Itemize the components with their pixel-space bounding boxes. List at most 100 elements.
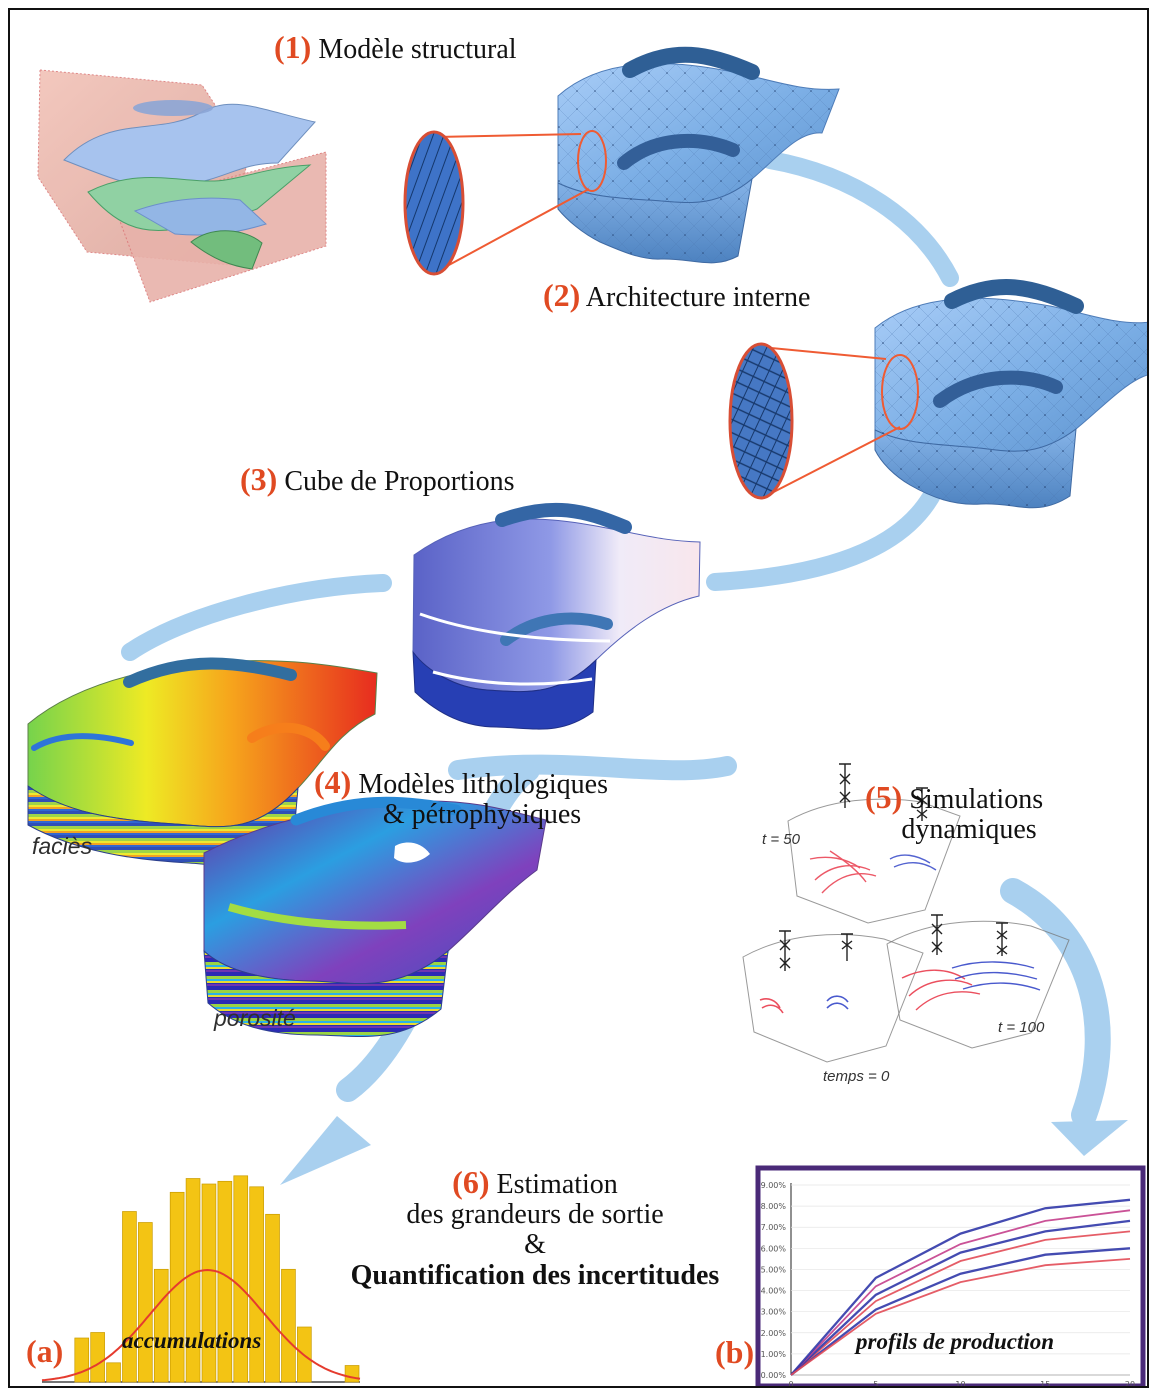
sim-red-plume-2 [759,998,784,1014]
cube3-channel-lower [500,612,613,646]
zoom-line-top-a [435,133,582,138]
sim-blue-plume-1 [889,854,937,871]
step-1-text: Modèle structural [318,34,517,65]
production-y-tick-label: 2.00% [761,1329,787,1338]
histogram-bar [185,1178,201,1383]
histogram-bar [249,1186,264,1383]
well-icons [779,763,1008,971]
panel-a-label: (a) [26,1333,64,1369]
structural-model-illustration [37,69,327,303]
production-x-tick-label: 20 [1125,1380,1135,1388]
cube3-channel-upper [495,502,632,534]
histogram-normal-curve [41,1268,361,1382]
production-profiles-label: profils de production [856,1329,1055,1354]
cube3-white-band-lower [432,670,593,686]
histogram-bar [217,1180,233,1383]
production-y-tick-label: 8.00% [761,1202,787,1211]
diagram-frame: 0.00%1.00%2.00%3.00%4.00%5.00%6.00%7.00%… [8,8,1149,1388]
cube3-top [412,518,701,693]
block-bottom-channel-lower [933,370,1063,408]
production-profile-line [790,1209,1131,1376]
step-1-label: (1) Modèle structural [274,30,517,65]
zoom-ring-top [577,130,607,192]
production-chart: 0.00%1.00%2.00%3.00%4.00%5.00%6.00%7.00%… [755,1165,1146,1388]
block-bottom-mesh [875,298,1147,508]
architecture-block-top [403,46,840,276]
step-4-label: (4) Modèles lithologiques & pétrophysiqu… [314,765,608,830]
step-2-label: (2) Architecture interne [543,278,810,313]
dynamic-simulations-illustration [742,763,1070,1063]
well-icon-6 [996,922,1008,956]
step-3-label: (3) Cube de Proportions [240,462,515,497]
sim-red-plume-1 [809,850,877,894]
cube3-side [412,650,597,730]
sim-red-plume-3 [901,969,981,1011]
porosity-label: porosité [214,1005,296,1031]
step-2-text: Architecture interne [585,282,811,313]
architecture-block-bottom [728,279,1147,509]
well-icon-4 [841,933,853,961]
well-icon-5 [931,914,943,955]
production-profile-line [790,1230,1131,1376]
zoom-oval-top [403,130,465,276]
block-bottom-channel-upper [944,279,1084,314]
step-4-line-2: & pétrophysiques [382,799,582,831]
histogram-bar [90,1332,105,1383]
accumulations-label: accumulations [122,1328,262,1353]
production-profile-line [790,1258,1131,1376]
histogram-bar [201,1183,217,1383]
zoom-ring-bottom [881,354,919,430]
arrow-2-to-3 [706,469,949,591]
well-icon-1 [839,763,851,808]
production-profile-line [790,1247,1131,1376]
sim-blue-plume-2 [826,995,849,1010]
facies-blue-lens [31,733,134,751]
sim-cell-t50 [787,798,961,924]
production-x-tick-label: 10 [955,1380,965,1388]
structural-horizon-green-low [190,230,263,270]
step-6-line-2: des grandeurs de sortie [406,1199,664,1231]
histogram-bar [74,1337,90,1383]
production-y-tick-label: 9.00% [761,1181,787,1190]
zoom-line-bottom-a [760,346,887,360]
porosity-green-strip [227,903,407,930]
step-5-label: (5) Simulations dynamiques [865,780,1043,845]
step-4-line-1: Modèles lithologiques [358,769,608,800]
step-5-number: (5) [865,779,903,815]
production-y-tick-label: 6.00% [761,1244,787,1253]
production-x-tick-label: 5 [873,1380,878,1388]
histogram-chart [41,1175,361,1383]
step-2-number: (2) [543,277,581,313]
production-y-tick-label: 0.00% [761,1371,787,1380]
time-0-label: temps = 0 [823,1068,890,1085]
arrow-4-to-6-head [280,1116,371,1185]
panel-b-label: (b) [715,1334,755,1370]
histogram-bar [281,1268,296,1383]
time-50-label: t = 50 [762,831,800,848]
production-y-tick-label: 1.00% [761,1350,787,1359]
histogram-bar [106,1362,121,1383]
zoom-oval-bottom [728,342,794,500]
sim-blue-plume-3 [951,961,1041,991]
porosity-channel [290,796,462,826]
porosity-model-illustration [203,796,547,1037]
production-x-tick-label: 0 [788,1380,793,1388]
arrow-3-to-4 [121,574,392,661]
production-y-tick-label: 7.00% [761,1223,787,1232]
well-icon-3 [779,930,791,971]
facies-channel [123,657,297,688]
cube3-white-band [419,612,611,643]
step-6-line-3: & [524,1229,546,1261]
arrow-5-to-b [1000,878,1111,1128]
proportion-cube-illustration [412,502,701,730]
step-6-line-4: Quantification des incertitudes [350,1259,720,1291]
histogram-bar [344,1365,360,1383]
well-icon-2 [916,787,928,821]
arrow-5-to-b-head [1051,1120,1128,1156]
production-y-tick-label: 4.00% [761,1287,787,1296]
structural-horizon-blue [133,197,267,236]
production-y-tick-label: 3.00% [761,1308,787,1317]
zoom-line-top-b [435,188,590,273]
facies-orange-spot [247,722,330,751]
sim-cell-t100 [886,920,1070,1049]
